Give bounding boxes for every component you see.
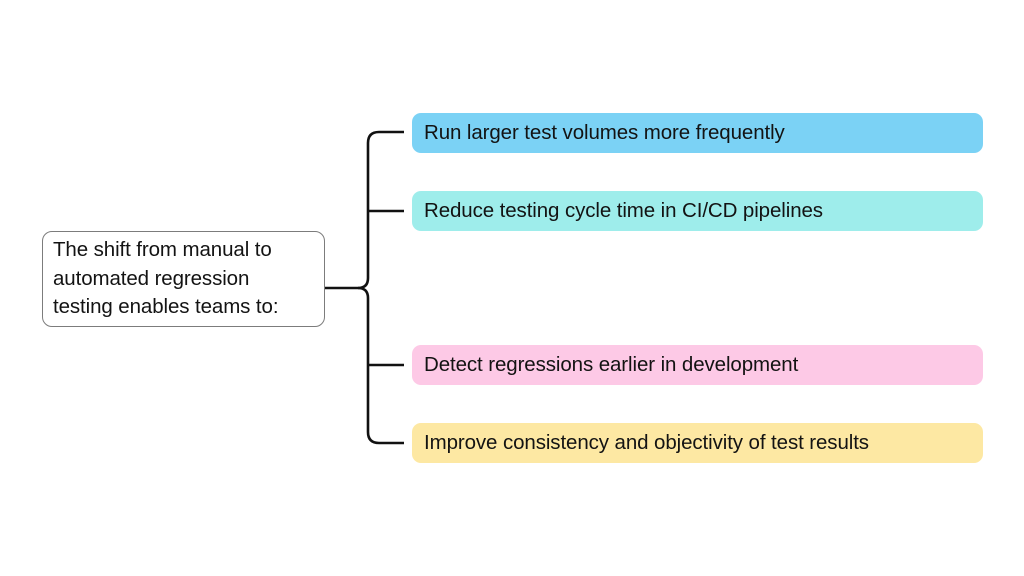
branch-node-label: Reduce testing cycle time in CI/CD pipel… (424, 199, 823, 222)
branch-node-label: Detect regressions earlier in developmen… (424, 353, 799, 376)
branch-node-label: Improve consistency and objectivity of t… (424, 431, 869, 454)
branch-node-reduce-testing-cycle-time[interactable]: Reduce testing cycle time in CI/CD pipel… (412, 191, 983, 231)
root-node-label: The shift from manual to automated regre… (53, 238, 279, 319)
connector-spine-upper (357, 130, 404, 290)
connector-spine-lower (357, 286, 404, 445)
branch-node-run-larger-test-volumes[interactable]: Run larger test volumes more frequently (412, 113, 983, 153)
branch-node-detect-regressions-earlier[interactable]: Detect regressions earlier in developmen… (412, 345, 983, 385)
root-node[interactable]: The shift from manual to automated regre… (42, 231, 325, 327)
branch-node-improve-consistency[interactable]: Improve consistency and objectivity of t… (412, 423, 983, 463)
branch-node-label: Run larger test volumes more frequently (424, 121, 785, 144)
